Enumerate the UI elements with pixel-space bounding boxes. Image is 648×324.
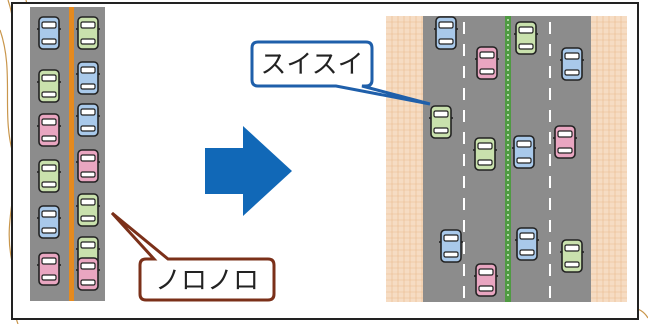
before-cars	[37, 16, 100, 291]
car-icon	[76, 103, 100, 137]
car-icon	[37, 69, 61, 103]
lane-lines	[463, 22, 551, 298]
callout-before-label: ノロノロ	[155, 266, 259, 296]
car-icon	[473, 137, 497, 171]
car-icon	[514, 21, 538, 55]
before-road	[30, 7, 105, 301]
car-icon	[37, 159, 61, 193]
car-icon	[439, 229, 463, 263]
car-icon	[76, 16, 100, 50]
car-icon	[429, 105, 453, 139]
car-icon	[76, 193, 100, 227]
callout-after-bubble	[250, 40, 431, 106]
car-icon	[37, 252, 61, 286]
car-icon	[560, 47, 584, 81]
center-line	[69, 7, 74, 301]
car-icon	[76, 61, 100, 95]
callout-before-bubble	[110, 211, 276, 302]
median-dots	[507, 19, 509, 296]
callout-after: スイスイ	[250, 40, 431, 106]
car-icon	[37, 16, 61, 50]
car-icon	[512, 135, 536, 169]
callout-before: ノロノロ	[110, 211, 276, 302]
car-icon	[37, 113, 61, 147]
car-icon	[474, 263, 498, 297]
car-icon	[560, 239, 584, 273]
right-arrow-icon	[205, 126, 292, 216]
car-icon	[553, 125, 577, 159]
car-icon	[37, 205, 61, 239]
after-road	[386, 16, 627, 302]
car-icon	[76, 257, 100, 291]
car-icon	[475, 46, 499, 80]
callout-after-label: スイスイ	[260, 50, 363, 80]
car-icon	[434, 16, 458, 50]
car-icon	[515, 227, 539, 261]
after-cars	[429, 16, 584, 297]
car-icon	[76, 149, 100, 183]
left-sidewalk	[386, 16, 423, 302]
